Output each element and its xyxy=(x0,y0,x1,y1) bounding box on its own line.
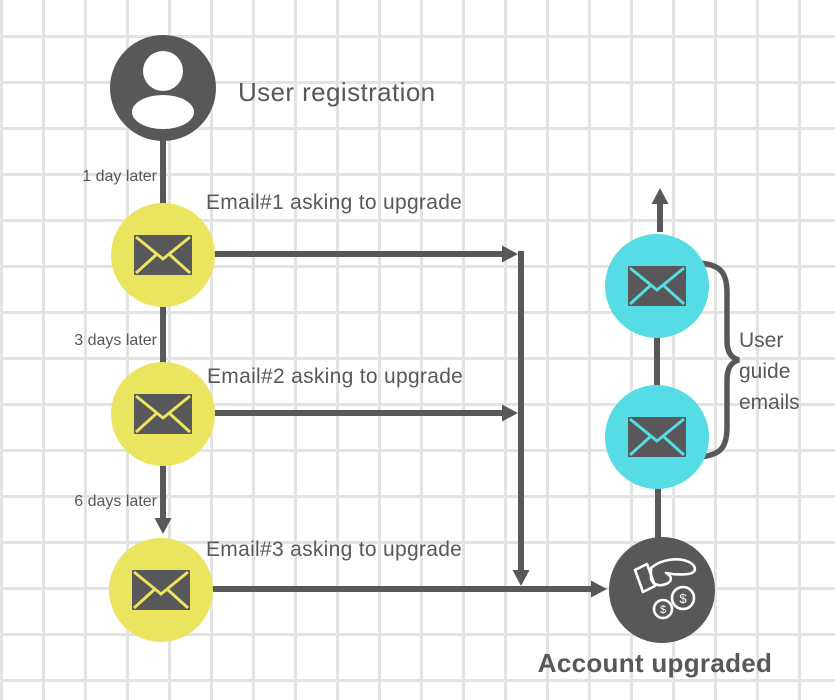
user-guide-label-line-1: User xyxy=(739,329,784,352)
envelope-icon xyxy=(134,235,192,275)
envelope-icon xyxy=(132,570,190,610)
user-guide-label-line-3: emails xyxy=(739,391,800,414)
hand-coins-icon: $ $ xyxy=(633,558,697,620)
node-email-3 xyxy=(109,538,213,642)
email-3-label: Email#3 asking to upgrade xyxy=(206,538,463,561)
user-guide-label-line-2: guide xyxy=(739,360,791,383)
node-guide-email-1 xyxy=(605,234,709,338)
svg-text:$: $ xyxy=(660,604,666,616)
email-1-label: Email#1 asking to upgrade xyxy=(206,191,463,214)
delay-label-3: 6 days later xyxy=(74,493,157,510)
svg-text:$: $ xyxy=(679,591,687,606)
node-email-1 xyxy=(111,203,215,307)
curly-brace xyxy=(697,260,740,460)
envelope-icon xyxy=(628,266,686,306)
delay-label-2: 3 days later xyxy=(74,332,157,349)
user-icon xyxy=(132,51,194,129)
account-upgraded-label: Account upgraded xyxy=(537,648,773,678)
node-account-upgraded: $ $ xyxy=(609,537,715,643)
envelope-icon xyxy=(134,394,192,434)
node-user-registration xyxy=(110,35,216,141)
email-2-label: Email#2 asking to upgrade xyxy=(207,365,464,388)
node-guide-email-2 xyxy=(605,385,709,489)
node-email-2 xyxy=(111,362,215,466)
user-registration-label: User registration xyxy=(238,77,436,107)
delay-label-1: 1 day later xyxy=(82,168,157,185)
envelope-icon xyxy=(628,417,686,457)
